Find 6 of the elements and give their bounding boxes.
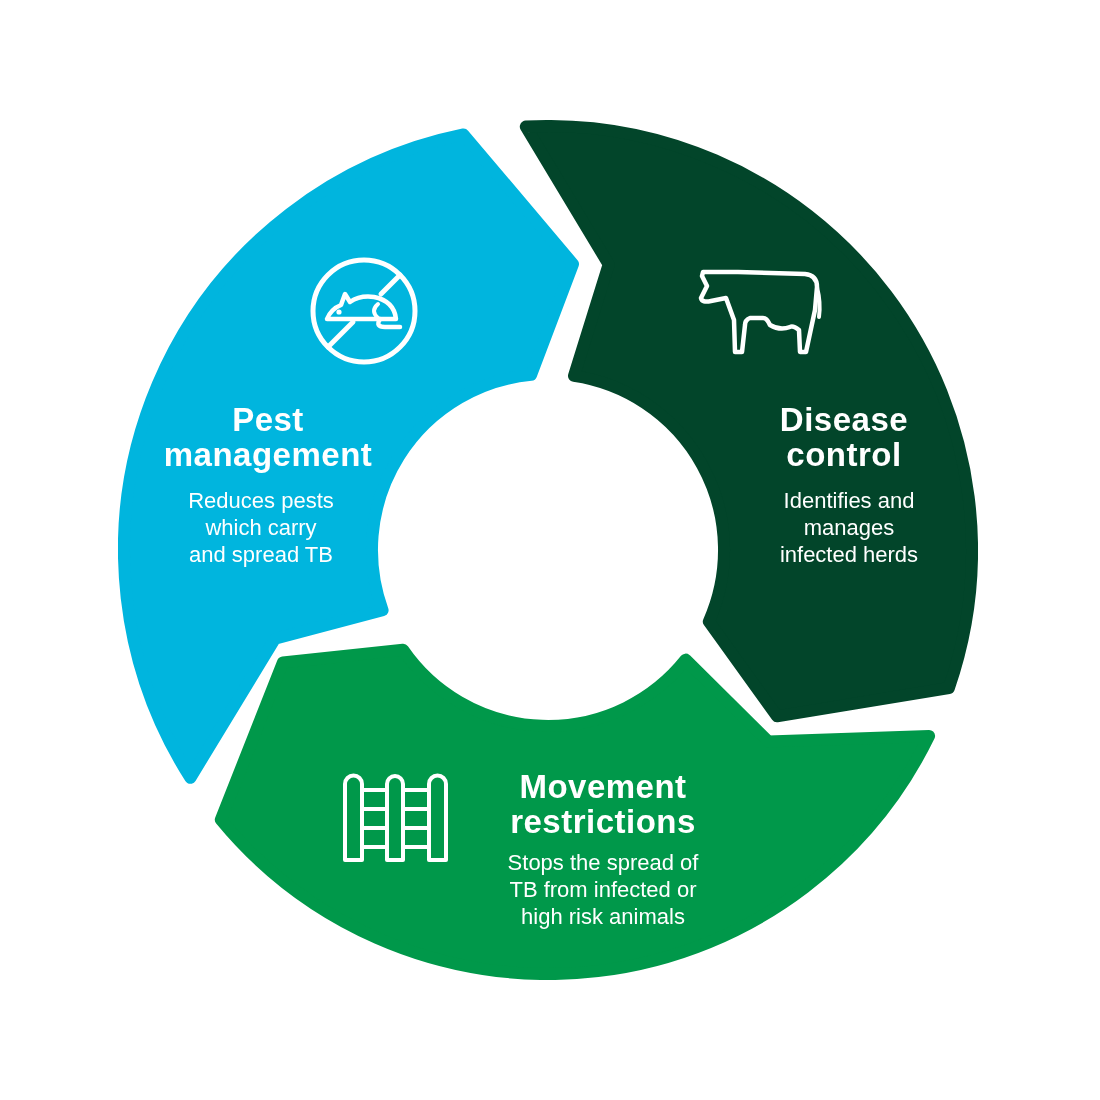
segment-description: Stops the spread of TB from infected or high risk animals	[506, 849, 700, 930]
segment-description: Reduces pests which carry and spread TB	[187, 487, 335, 568]
segment-title: Disease control	[778, 402, 910, 472]
segment-title: Movement restrictions	[509, 769, 697, 839]
segment-title: Pest management	[162, 402, 374, 472]
segment-description: Identifies and manages infected herds	[778, 487, 920, 568]
